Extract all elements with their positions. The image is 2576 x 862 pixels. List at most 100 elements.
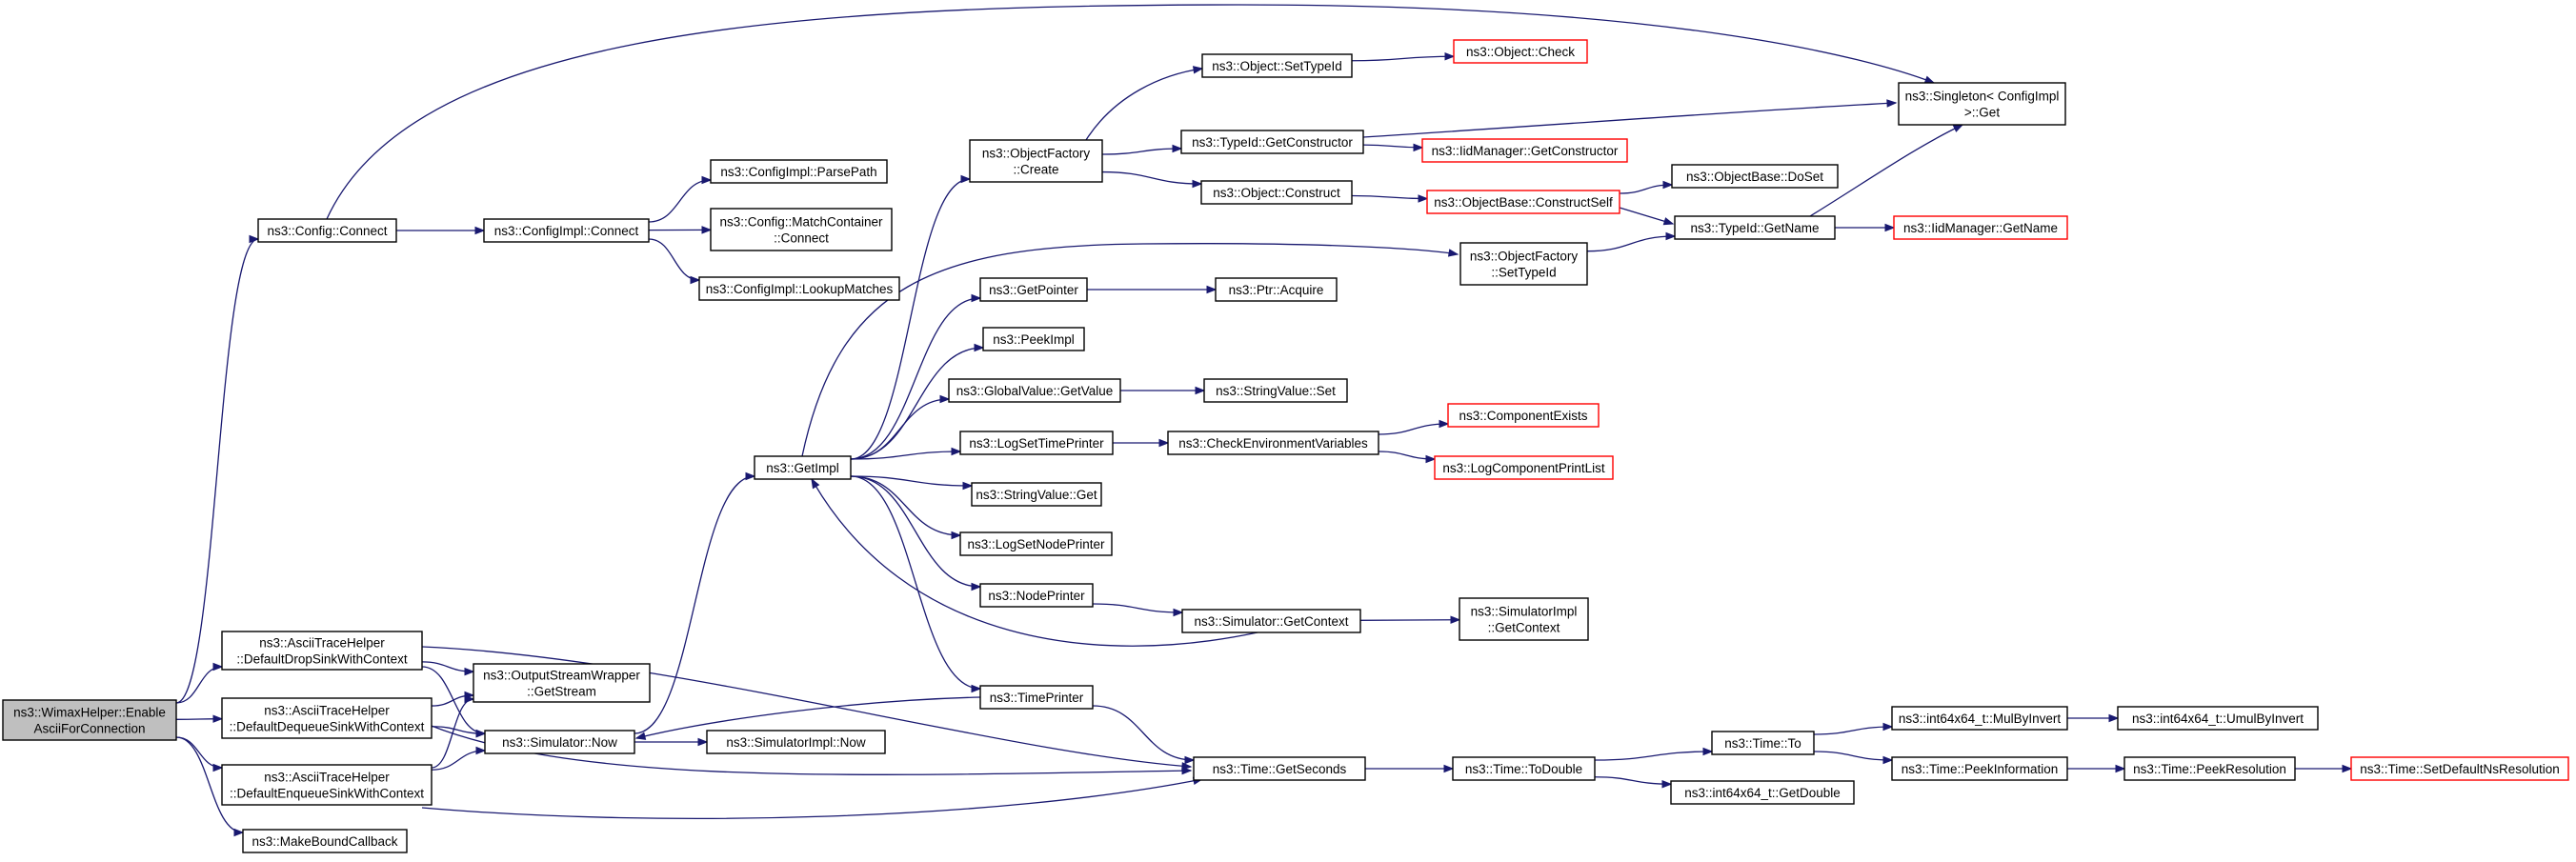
- node-simimpl-getcontext[interactable]: ns3::SimulatorImpl::GetContext: [1459, 597, 1589, 641]
- node-iidmgr-getname[interactable]: ns3::IidManager::GetName: [1893, 215, 2068, 240]
- node-cfgimpl-connect[interactable]: ns3::ConfigImpl::Connect: [483, 218, 650, 243]
- node-output-stream[interactable]: ns3::OutputStreamWrapper::GetStream: [473, 663, 651, 703]
- edge-get-impl-to-globalvalue-getvalue: [850, 394, 951, 460]
- node-label: ::GetStream: [527, 685, 596, 699]
- node-label: ns3::Object::Check: [1466, 45, 1575, 59]
- node-log-setnodeprinter[interactable]: ns3::LogSetNodePrinter: [959, 531, 1113, 556]
- node-ascii-enqueue[interactable]: ns3::AsciiTraceHelper::DefaultEnqueueSin…: [221, 764, 433, 806]
- node-object-construct[interactable]: ns3::Object::Construct: [1200, 180, 1353, 205]
- edge-typeid-getconstructor-to-iidmgr-getconstructor: [1362, 143, 1424, 152]
- node-simulator-now[interactable]: ns3::Simulator::Now: [484, 730, 635, 754]
- node-object-check[interactable]: ns3::Object::Check: [1453, 39, 1588, 64]
- node-root[interactable]: ns3::WimaxHelper::EnableAsciiForConnecti…: [2, 699, 177, 741]
- edge-get-impl-to-stringvalue-get: [850, 475, 974, 491]
- node-time-peekresolution[interactable]: ns3::Time::PeekResolution: [2123, 756, 2296, 781]
- node-label: ns3::ObjectBase::ConstructSelf: [1434, 195, 1613, 210]
- node-objfactory-settypeid[interactable]: ns3::ObjectFactory::SetTypeId: [1459, 242, 1588, 286]
- node-time-getseconds[interactable]: ns3::Time::GetSeconds: [1193, 756, 1366, 781]
- edge-cfgimpl-connect-to-match-container: [648, 226, 713, 234]
- node-label: ns3::Object::SetTypeId: [1212, 59, 1342, 73]
- node-label: ns3::Time::SetDefaultNsResolution: [2360, 762, 2560, 776]
- node-objbase-doset[interactable]: ns3::ObjectBase::DoSet: [1671, 164, 1839, 189]
- node-label: ns3::NodePrinter: [988, 589, 1085, 603]
- node-get-pointer[interactable]: ns3::GetPointer: [979, 277, 1088, 302]
- node-label: ns3::ConfigImpl::LookupMatches: [706, 282, 894, 296]
- node-time-todouble[interactable]: ns3::Time::ToDouble: [1452, 756, 1596, 781]
- edge-root-to-ascii-enqueue: [175, 736, 224, 772]
- node-time-printer[interactable]: ns3::TimePrinter: [979, 685, 1094, 710]
- node-time-peekinformation[interactable]: ns3::Time::PeekInformation: [1891, 756, 2068, 781]
- node-label: ns3::GlobalValue::GetValue: [956, 384, 1114, 398]
- node-ascii-dequeue[interactable]: ns3::AsciiTraceHelper::DefaultDequeueSin…: [221, 697, 433, 739]
- edge-typeid-getconstructor-to-singleton-get: [1362, 99, 1898, 138]
- node-label: ns3::ComponentExists: [1459, 409, 1587, 423]
- node-object-settypeid[interactable]: ns3::Object::SetTypeId: [1201, 53, 1353, 78]
- node-label: ns3::MakeBoundCallback: [252, 834, 397, 849]
- node-label: ns3::Simulator::Now: [502, 735, 617, 750]
- node-peek-impl[interactable]: ns3::PeekImpl: [982, 327, 1085, 351]
- node-component-exists[interactable]: ns3::ComponentExists: [1447, 403, 1600, 428]
- node-int64-mulbyinvert[interactable]: ns3::int64x64_t::MulByInvert: [1891, 706, 2068, 731]
- node-get-impl[interactable]: ns3::GetImpl: [754, 455, 852, 480]
- node-int64-getdouble[interactable]: ns3::int64x64_t::GetDouble: [1670, 780, 1855, 805]
- node-simimpl-now[interactable]: ns3::SimulatorImpl::Now: [706, 730, 886, 754]
- edge-object-factory-create-to-object-settypeid: [1085, 66, 1204, 141]
- node-label: ns3::TypeId::GetConstructor: [1192, 135, 1353, 150]
- node-stringvalue-set[interactable]: ns3::StringValue::Set: [1203, 378, 1348, 403]
- edge-time-printer-to-simulator-now: [634, 696, 981, 740]
- node-ascii-drop[interactable]: ns3::AsciiTraceHelper::DefaultDropSinkWi…: [221, 631, 423, 671]
- node-parse-path[interactable]: ns3::ConfigImpl::ParsePath: [710, 159, 888, 184]
- node-label: ns3::Object::Construct: [1213, 186, 1340, 200]
- node-stringvalue-get[interactable]: ns3::StringValue::Get: [971, 482, 1102, 507]
- edge-ascii-drop-to-output-stream: [421, 661, 475, 676]
- node-label: ns3::LogSetTimePrinter: [969, 436, 1104, 451]
- node-label: ns3::Config::Connect: [267, 224, 387, 238]
- node-object-factory-create[interactable]: ns3::ObjectFactory::Create: [969, 139, 1103, 183]
- edge-objbase-constructself-to-objbase-doset: [1619, 180, 1674, 194]
- node-log-settimeprinter[interactable]: ns3::LogSetTimePrinter: [959, 431, 1114, 455]
- node-label: ns3::Simulator::GetContext: [1194, 614, 1348, 629]
- node-time-setdefaultnsresolution[interactable]: ns3::Time::SetDefaultNsResolution: [2350, 756, 2569, 781]
- node-log-component-printlist[interactable]: ns3::LogComponentPrintList: [1434, 455, 1614, 480]
- node-config-connect[interactable]: ns3::Config::Connect: [257, 218, 397, 243]
- node-label: ns3::Ptr::Acquire: [1229, 283, 1324, 297]
- edge-time-todouble-to-int64-getdouble: [1594, 776, 1673, 789]
- edge-time-to-to-time-peekinformation: [1813, 751, 1894, 765]
- node-objbase-constructself[interactable]: ns3::ObjectBase::ConstructSelf: [1426, 190, 1620, 214]
- node-int64-umulbyinvert[interactable]: ns3::int64x64_t::UmulByInvert: [2117, 706, 2319, 731]
- edge-time-todouble-to-time-to: [1594, 747, 1714, 761]
- node-lookup-matches[interactable]: ns3::ConfigImpl::LookupMatches: [698, 276, 900, 301]
- edge-cfgimpl-connect-to-lookup-matches: [648, 238, 701, 285]
- node-globalvalue-getvalue[interactable]: ns3::GlobalValue::GetValue: [948, 378, 1121, 403]
- node-simulator-getcontext[interactable]: ns3::Simulator::GetContext: [1181, 609, 1361, 633]
- node-label: ns3::AsciiTraceHelper: [264, 771, 390, 785]
- node-iidmgr-getconstructor[interactable]: ns3::IidManager::GetConstructor: [1421, 138, 1628, 163]
- node-match-container[interactable]: ns3::Config::MatchContainer::Connect: [710, 208, 893, 251]
- edge-ascii-enqueue-to-simulator-now: [431, 746, 487, 771]
- node-label: ns3::int64x64_t::GetDouble: [1684, 786, 1841, 800]
- edge-root-to-make-bound-callback: [175, 736, 245, 837]
- edge-time-getseconds-to-time-todouble: [1365, 764, 1455, 773]
- edge-log-settimeprinter-to-check-env-vars: [1113, 438, 1170, 448]
- node-ptr-acquire[interactable]: ns3::Ptr::Acquire: [1215, 277, 1338, 302]
- node-label: ns3::PeekImpl: [993, 332, 1075, 347]
- node-singleton-get[interactable]: ns3::Singleton< ConfigImpl >::Get: [1898, 82, 2066, 126]
- node-label: >::Get: [1964, 106, 2000, 120]
- edge-get-pointer-to-ptr-acquire: [1086, 285, 1218, 294]
- edge-root-to-ascii-dequeue: [175, 714, 224, 723]
- edge-ascii-enqueue-to-time-getseconds: [421, 776, 1204, 819]
- node-typeid-getname[interactable]: ns3::TypeId::GetName: [1674, 215, 1836, 240]
- node-make-bound-callback[interactable]: ns3::MakeBoundCallback: [242, 829, 408, 853]
- node-label: ns3::GetPointer: [989, 283, 1078, 297]
- node-node-printer[interactable]: ns3::NodePrinter: [979, 583, 1094, 608]
- edge-get-impl-to-log-setnodeprinter: [850, 475, 962, 540]
- node-label: ns3::LogSetNodePrinter: [967, 537, 1105, 551]
- node-label: ns3::StringValue::Set: [1216, 384, 1336, 398]
- node-label: ::GetContext: [1488, 621, 1560, 635]
- node-time-to[interactable]: ns3::Time::To: [1711, 731, 1815, 755]
- node-label: ns3::Time::GetSeconds: [1213, 762, 1347, 776]
- edge-globalvalue-getvalue-to-stringvalue-set: [1120, 386, 1206, 395]
- node-check-env-vars[interactable]: ns3::CheckEnvironmentVariables: [1167, 431, 1379, 455]
- node-typeid-getconstructor[interactable]: ns3::TypeId::GetConstructor: [1180, 130, 1364, 154]
